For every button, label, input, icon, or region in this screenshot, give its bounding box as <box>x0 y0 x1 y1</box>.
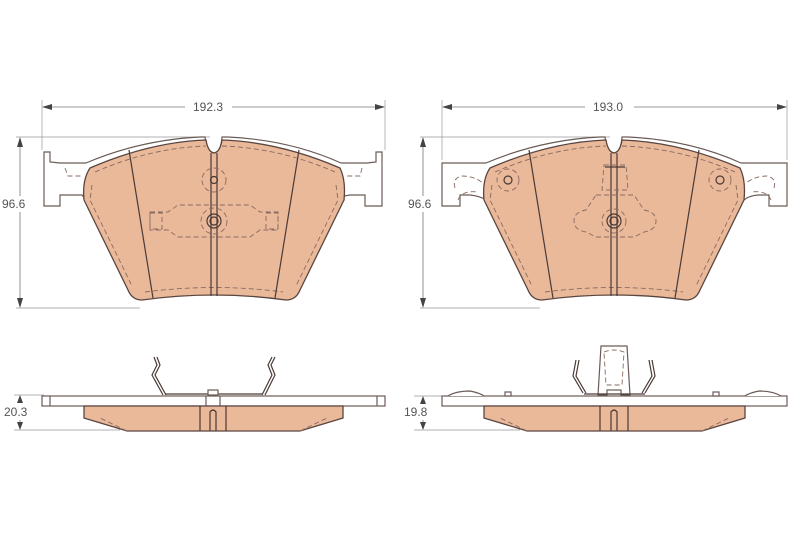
right-thickness-dimension-label: 19.8 <box>404 405 428 419</box>
left-height-dimension-label: 96.6 <box>2 197 26 211</box>
left-thickness-dimension-label: 20.3 <box>4 405 28 419</box>
left-width-dimension-label: 192.3 <box>191 100 226 114</box>
right-height-dimension-label: 96.6 <box>408 197 432 211</box>
right-width-dimension-label: 193.0 <box>591 100 626 114</box>
